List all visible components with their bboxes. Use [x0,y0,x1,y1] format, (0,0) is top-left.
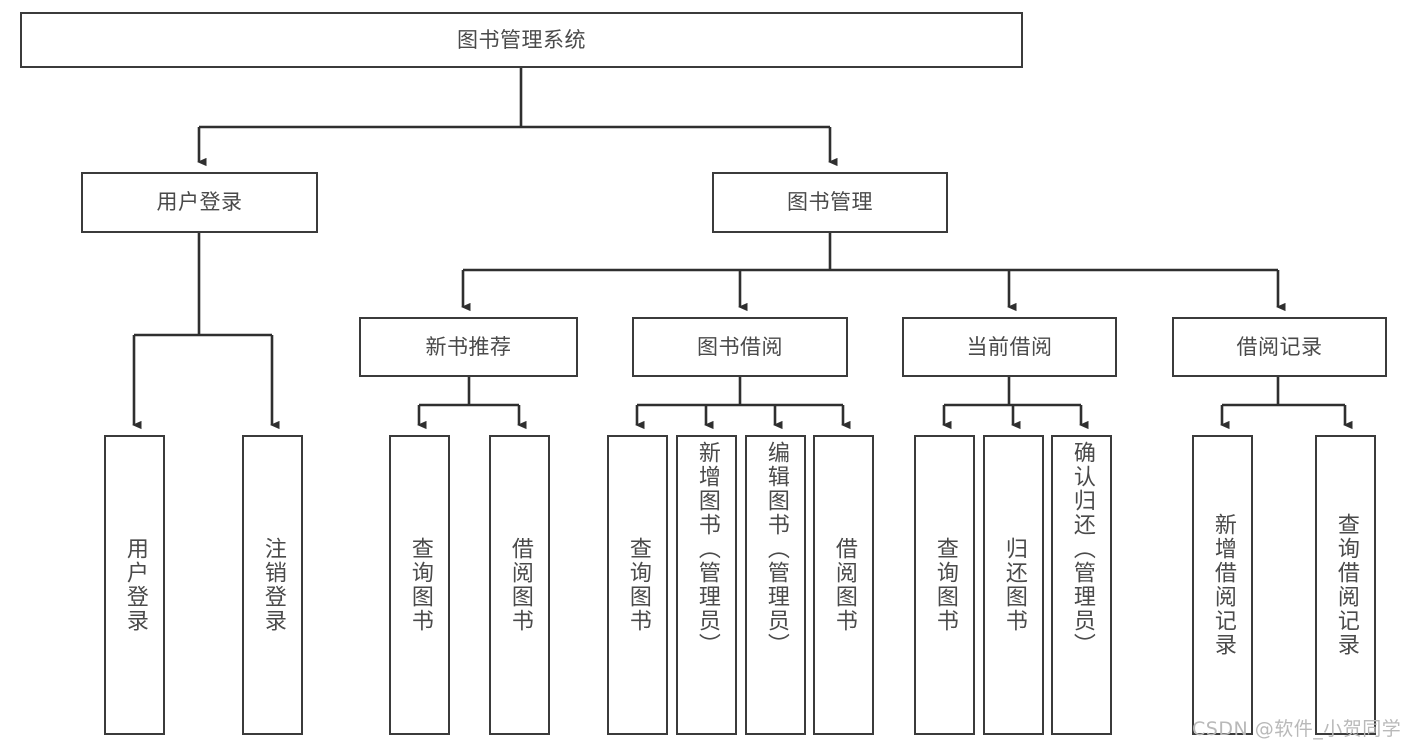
node-new-book-recommend[interactable]: 新书推荐 [359,317,578,377]
node-book-borrow[interactable]: 图书借阅 [632,317,848,377]
leaf-add-borrow-record-label: 新增借阅记录 [1210,513,1236,657]
leaf-return-book-label: 归还图书 [1001,537,1027,633]
node-current-borrow-label: 当前借阅 [966,334,1053,359]
leaf-logout[interactable]: 注销登录 [242,435,303,735]
leaf-logout-label: 注销登录 [260,537,286,633]
node-root-label: 图书管理系统 [457,27,586,52]
leaf-add-borrow-record[interactable]: 新增借阅记录 [1192,435,1253,735]
leaf-user-login[interactable]: 用户登录 [104,435,165,735]
leaf-borrow-book-label: 借阅图书 [831,537,857,633]
leaf-edit-book-admin[interactable]: 编辑图书（管理员） [745,435,806,735]
leaf-query-book-borrow-label: 查询图书 [625,537,651,633]
leaf-query-book-current-label: 查询图书 [932,537,958,633]
node-book-borrow-label: 图书借阅 [697,334,783,359]
node-borrow-records-label: 借阅记录 [1236,334,1323,359]
leaf-borrow-book-recommend[interactable]: 借阅图书 [489,435,550,735]
node-book-management[interactable]: 图书管理 [712,172,948,233]
leaf-borrow-book[interactable]: 借阅图书 [813,435,874,735]
node-borrow-records[interactable]: 借阅记录 [1172,317,1387,377]
node-root[interactable]: 图书管理系统 [20,12,1023,68]
leaf-return-book[interactable]: 归还图书 [983,435,1044,735]
leaf-query-borrow-record[interactable]: 查询借阅记录 [1315,435,1376,735]
leaf-query-borrow-record-label: 查询借阅记录 [1333,513,1359,657]
leaf-add-book-admin-label: 新增图书（管理员） [694,441,720,657]
leaf-query-book-borrow[interactable]: 查询图书 [607,435,668,735]
node-new-book-recommend-label: 新书推荐 [425,334,512,359]
leaf-query-book-recommend[interactable]: 查询图书 [389,435,450,735]
watermark: CSDN @软件_小贺同学 [1192,718,1402,740]
leaf-query-book-current[interactable]: 查询图书 [914,435,975,735]
leaf-confirm-return-admin-label: 确认归还（管理员） [1069,441,1095,657]
node-user-login[interactable]: 用户登录 [81,172,318,233]
leaf-edit-book-admin-label: 编辑图书（管理员） [763,441,789,657]
leaf-user-login-label: 用户登录 [122,537,148,633]
leaf-confirm-return-admin[interactable]: 确认归还（管理员） [1051,435,1112,735]
node-current-borrow[interactable]: 当前借阅 [902,317,1117,377]
node-user-login-label: 用户登录 [156,190,243,215]
node-book-management-label: 图书管理 [787,190,873,215]
leaf-borrow-book-recommend-label: 借阅图书 [507,537,533,633]
leaf-query-book-recommend-label: 查询图书 [407,537,433,633]
leaf-add-book-admin[interactable]: 新增图书（管理员） [676,435,737,735]
